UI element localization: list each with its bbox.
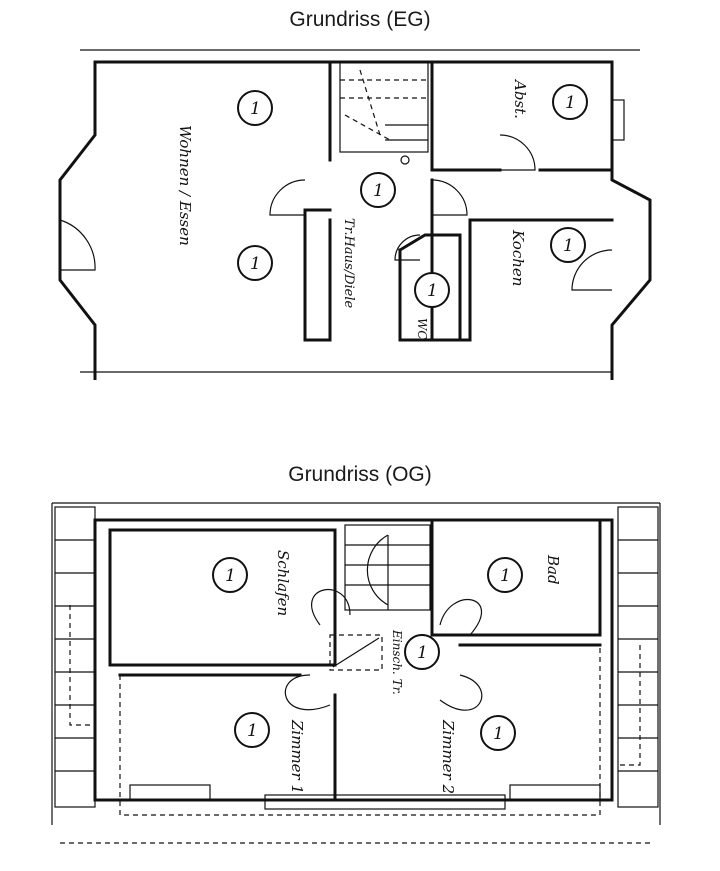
og-room-einsch-tr: 1 Einsch. Tr.	[390, 629, 440, 695]
og-room-schlafen: 1 Schlafen	[212, 550, 292, 616]
eg-room-marker: 1	[427, 281, 438, 301]
og-room-zimmer1: 1 Zimmer 1	[234, 712, 306, 794]
floor-plan-title-og: Grundriss (OG)	[288, 463, 432, 486]
og-room-marker: 1	[417, 643, 428, 663]
eg-room-marker: 1	[563, 236, 574, 256]
eg-room-label: WC	[415, 318, 429, 340]
og-room-marker: 1	[225, 566, 236, 586]
eg-room-marker: 1	[250, 254, 261, 274]
og-room-label: Zimmer 2	[439, 719, 457, 794]
eg-room-wc: 1 WC	[414, 272, 450, 340]
og-room-label: Einsch. Tr.	[390, 629, 404, 695]
eg-room-label: Abst.	[511, 78, 529, 119]
og-room-label: Schlafen	[274, 550, 292, 616]
og-walls	[51, 502, 661, 844]
og-room-marker: 1	[500, 566, 511, 586]
eg-room-diele: 1 Tr.Haus/Diele	[341, 172, 396, 309]
floor-plan-og: 1 Schlafen 1 Bad 1 Einsch. Tr. 1 Zimmer …	[51, 502, 661, 844]
eg-room-label: Kochen	[509, 229, 527, 286]
eg-room-marker: 1	[250, 99, 261, 119]
eg-room-abst: 1 Abst.	[511, 78, 588, 120]
og-room-label: Zimmer 1	[288, 719, 306, 794]
eg-room-marker: 1	[373, 181, 384, 201]
og-room-zimmer2: 1 Zimmer 2	[439, 715, 516, 794]
eg-walls	[58, 49, 652, 380]
floor-plan-eg: 1 1 Wohnen / Essen 1 Abst. 1 Tr.Haus/Die…	[58, 49, 652, 380]
eg-room-marker: 1	[565, 93, 576, 113]
floor-plan-title-eg: Grundriss (EG)	[289, 8, 431, 31]
eg-room-label: Tr.Haus/Diele	[341, 218, 356, 309]
og-room-marker: 1	[247, 721, 258, 741]
eg-room-kochen: 1 Kochen	[509, 227, 586, 286]
eg-room-wohnen: 1 1 Wohnen / Essen	[176, 90, 273, 281]
og-room-label: Bad	[544, 554, 562, 585]
og-room-marker: 1	[493, 724, 504, 744]
eg-room-label: Wohnen / Essen	[176, 125, 194, 246]
og-room-bad: 1 Bad	[487, 554, 562, 593]
